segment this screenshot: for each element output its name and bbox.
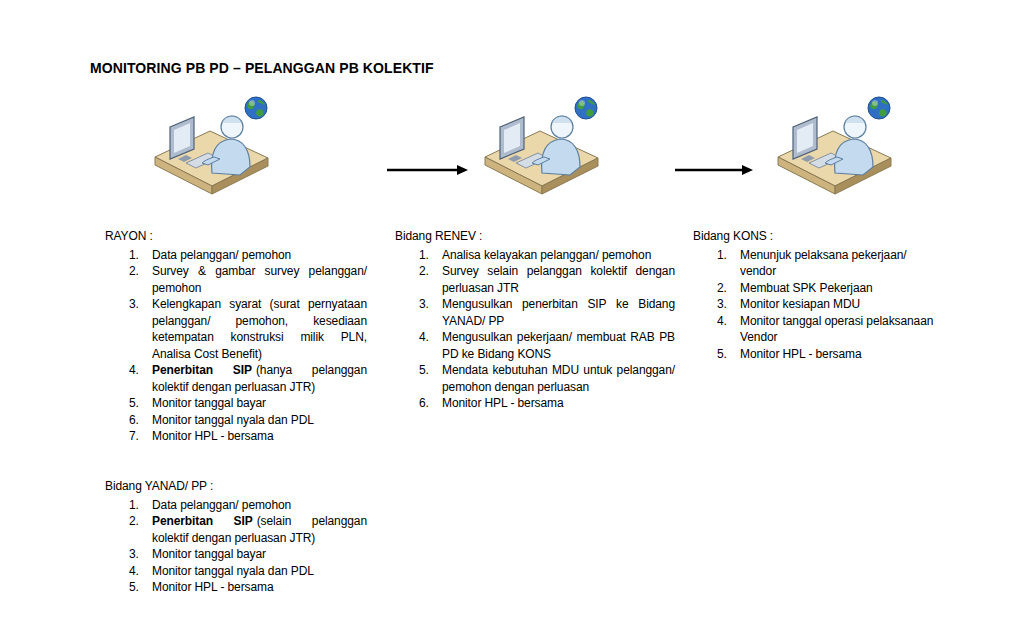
item-text: Data pelanggan/ pemohon (152, 498, 291, 512)
item-number: 1. (419, 247, 429, 264)
list-item: 6. Monitor tanggal nyala dan PDL (105, 412, 367, 429)
list-item: 3. Kelengkapan syarat (surat pernyataan p… (105, 296, 367, 362)
item-number: 3. (717, 296, 727, 313)
item-text: Kelengkapan syarat (surat pernyataan pel… (152, 297, 367, 361)
list-item: 2. Survey selain pelanggan kolektif denga… (395, 263, 675, 296)
list-item: 1. Data pelanggan/ pemohon (105, 497, 367, 514)
flow-arrow (675, 165, 753, 175)
item-number: 3. (129, 546, 139, 563)
list-item: 1. Data pelanggan/ pemohon (105, 247, 367, 264)
workstation-icon (480, 95, 600, 195)
section-heading: Bidang YANAD/ PP : (105, 478, 367, 495)
item-text: Data pelanggan/ pemohon (152, 248, 291, 262)
item-text: Monitor tanggal nyala dan PDL (152, 564, 314, 578)
item-text: Mengusulkan penerbitan SIP ke Bidang YAN… (442, 297, 675, 328)
workstation-icon (773, 95, 893, 195)
item-text: Mengusulkan pekerjaan/ membuat RAB PB PD… (442, 330, 675, 361)
item-number: 3. (419, 296, 429, 313)
item-text: Monitor tanggal nyala dan PDL (152, 413, 314, 427)
section-heading: Bidang RENEV : (395, 228, 675, 245)
item-text: Monitor tanggal bayar (152, 396, 266, 410)
list-item: 5. Monitor tanggal bayar (105, 395, 367, 412)
item-text: Monitor HPL - bersama (152, 580, 274, 594)
list-item: 1. Menunjuk pelaksana pekerjaan/ vendor (693, 247, 943, 280)
item-number: 2. (717, 280, 727, 297)
item-text: Survey selain pelanggan kolektif dengan … (442, 264, 675, 295)
list-item: 7. Monitor HPL - bersama (105, 428, 367, 445)
item-text: Monitor HPL - bersama (740, 347, 862, 361)
list-item: 5. Mendata kebutuhan MDU untuk pelanggan/… (395, 362, 675, 395)
list-item: 4. Monitor tanggal nyala dan PDL (105, 563, 367, 580)
list-item: 3. Monitor kesiapan MDU (693, 296, 943, 313)
item-number: 5. (129, 579, 139, 596)
item-number: 2. (129, 263, 139, 280)
item-number: 6. (129, 412, 139, 429)
item-text: Membuat SPK Pekerjaan (740, 281, 873, 295)
role-panel: RAYON : 1. Data pelanggan/ pemohon 2. Survey… (105, 95, 367, 445)
item-text: Monitor tanggal bayar (152, 547, 266, 561)
list-item: 3. Mengusulkan penerbitan SIP ke Bidang Y… (395, 296, 675, 329)
item-number: 2. (419, 263, 429, 280)
item-number: 6. (419, 395, 429, 412)
flow-arrow (387, 165, 468, 175)
item-number: 1. (129, 247, 139, 264)
role-panel: Bidang KONS : 1. Menunjuk pelaksana pekerj… (693, 95, 943, 362)
item-number: 4. (129, 362, 139, 379)
item-number: 4. (419, 329, 429, 346)
list-item: 5. Monitor HPL - bersama (105, 579, 367, 596)
item-number: 3. (129, 296, 139, 313)
list-item: 4. Monitor tanggal operasi pelaksanaan Ve… (693, 313, 943, 346)
item-text: Penerbitan SIP (152, 514, 253, 528)
list-item: 4. Mengusulkan pekerjaan/ membuat RAB PB … (395, 329, 675, 362)
list-item: 1. Analisa kelayakan pelanggan/ pemohon (395, 247, 675, 264)
item-number: 1. (717, 247, 727, 264)
role-panel: Bidang RENEV : 1. Analisa kelayakan pelang… (395, 95, 675, 412)
item-number: 2. (129, 513, 139, 530)
item-text: Survey & gambar survey pelanggan/ pemoho… (152, 264, 367, 295)
list-item: 2. Membuat SPK Pekerjaan (693, 280, 943, 297)
list-item: 5. Monitor HPL - bersama (693, 346, 943, 363)
item-text: Monitor tanggal operasi pelaksanaan Vend… (740, 314, 933, 345)
role-panel: Bidang YANAD/ PP : 1. Data pelanggan/ pemo… (105, 475, 367, 596)
item-text: Penerbitan SIP (152, 363, 252, 377)
list-item: 2. Survey & gambar survey pelanggan/ pemo… (105, 263, 367, 296)
section-heading: RAYON : (105, 228, 367, 245)
item-number: 4. (717, 313, 727, 330)
item-number: 4. (129, 563, 139, 580)
list-item: 6. Monitor HPL - bersama (395, 395, 675, 412)
list-item: 3. Monitor tanggal bayar (105, 546, 367, 563)
item-number: 5. (129, 395, 139, 412)
item-number: 5. (717, 346, 727, 363)
item-number: 1. (129, 497, 139, 514)
item-number: 7. (129, 428, 139, 445)
item-text: Monitor kesiapan MDU (740, 297, 860, 311)
item-text: Mendata kebutuhan MDU untuk pelanggan/ p… (442, 363, 675, 394)
list-item: 2.Penerbitan SIP(selain pelanggan kolekt… (105, 513, 367, 546)
item-text: Monitor HPL - bersama (152, 429, 274, 443)
list-item: 4.Penerbitan SIP(hanya pelanggan kolekti… (105, 362, 367, 395)
item-text: Monitor HPL - bersama (442, 396, 564, 410)
item-text: Analisa kelayakan pelanggan/ pemohon (442, 248, 651, 262)
item-number: 5. (419, 362, 429, 379)
section-heading: Bidang KONS : (693, 228, 943, 245)
diagram-title: MONITORING PB PD – PELANGGAN PB KOLEKTIF (90, 60, 434, 76)
workstation-icon (150, 95, 270, 195)
item-text: Menunjuk pelaksana pekerjaan/ vendor (740, 248, 907, 279)
